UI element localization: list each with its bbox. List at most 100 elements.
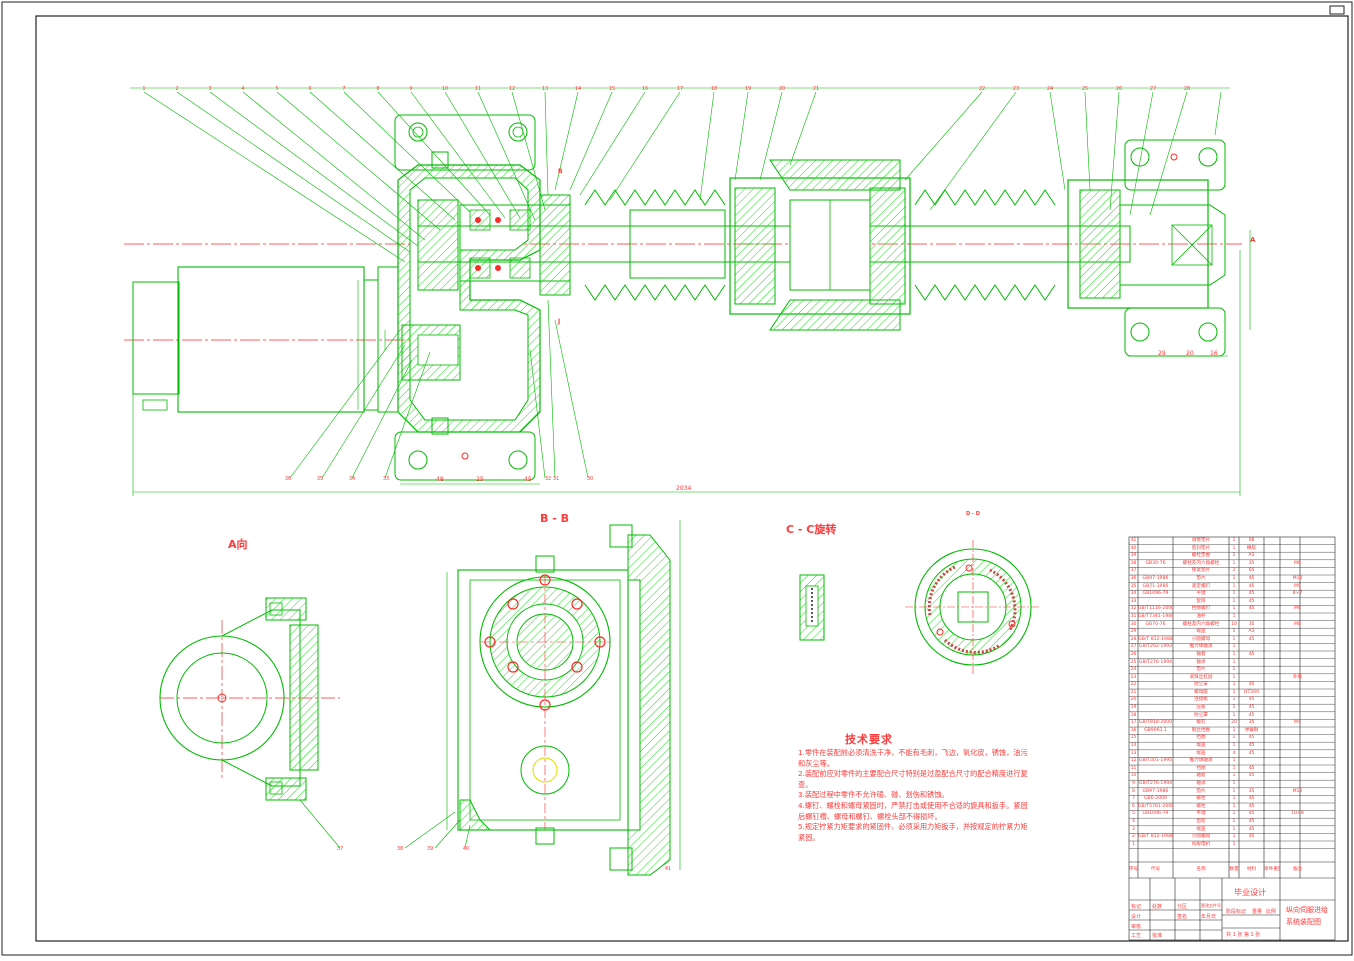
bom-cell: 1: [1232, 811, 1236, 817]
dim-48: 48: [436, 476, 444, 483]
bom-cell: 45: [1248, 591, 1255, 597]
bom-cell: 1: [1232, 591, 1236, 597]
bom-cell: 1: [1232, 697, 1236, 703]
leader-lines: [143, 91, 1222, 479]
balloon-label: 38: [397, 846, 403, 852]
bom-cell: 45: [1248, 834, 1255, 840]
bom-cell: 45: [1248, 598, 1255, 604]
bom-cell: [1264, 545, 1280, 553]
bom-cell: [1280, 833, 1315, 841]
bom-cell: 29: [1130, 629, 1137, 635]
bom-cell: [1280, 666, 1315, 674]
bb-section-label: B - B: [540, 512, 569, 525]
bom-cell: 1: [1232, 796, 1236, 802]
cc-section-label: C - C旋转: [786, 523, 837, 536]
bom-cell: 45: [1248, 705, 1255, 711]
balloon-label: 9: [409, 86, 412, 92]
b-marker: B: [558, 168, 563, 175]
bom-cell: [1138, 567, 1173, 575]
bom-header-cell: 代号: [1150, 867, 1161, 872]
bom-cell: 40: [1130, 545, 1137, 551]
a-view-label: A向: [228, 538, 248, 551]
bom-header: 序号 代号 名称 数量 材料 单件重量 备注: [1129, 866, 1335, 874]
balloon-label: 37: [337, 846, 343, 852]
dim-16: 16: [1210, 350, 1218, 357]
bom-cell: [1280, 552, 1315, 560]
bom-cell: 19: [1130, 705, 1137, 711]
bom-cell: 1: [1232, 735, 1236, 741]
bom-cell: 45: [1248, 796, 1255, 802]
bom-cell: [1264, 590, 1280, 598]
main-assembly: 1234567891011121314151617181920212223242…: [124, 86, 1251, 872]
bom-cell: [1280, 757, 1315, 765]
bom-cell: GB97-1986: [1142, 575, 1169, 581]
bellows-right-top: [914, 189, 1056, 206]
bom-cell: 弹簧钢: [1244, 727, 1259, 733]
bom-cell: 小圆螺母: [1191, 834, 1211, 840]
bom-cell: [1280, 651, 1315, 659]
balloon-label: 41: [665, 866, 671, 872]
bom-cell: 32: [1130, 606, 1137, 612]
bom-cell: 1: [1232, 545, 1236, 551]
balloon-label: 34: [349, 476, 355, 482]
bom-cell: [1239, 666, 1264, 674]
bom-cell: 45: [1248, 606, 1255, 612]
bom-cell: [1280, 803, 1315, 811]
bom-cell: [1280, 567, 1315, 575]
bom-cell: 45: [1248, 818, 1255, 824]
inner-frame: [35, 15, 1349, 942]
bom-cell: 8×7: [1292, 591, 1303, 597]
bom-cell: [1138, 772, 1173, 780]
bom-cell: 25: [1130, 659, 1137, 665]
bom-cell: 35: [1248, 788, 1255, 794]
bom-cell: 1: [1232, 765, 1236, 771]
bom-cell: GB71-1985: [1142, 583, 1169, 589]
balloon-label: 6: [308, 86, 311, 92]
bom-cell: 端盖: [1196, 743, 1206, 749]
bom-cell: [1264, 666, 1280, 674]
bom-cell: GB97-1986: [1142, 788, 1169, 794]
bom-cell: 1: [1232, 758, 1236, 764]
bom-cell: 45: [1248, 826, 1255, 832]
bom-cell: [1138, 666, 1173, 674]
bom-cell: [1280, 818, 1315, 826]
bom-cell: 伺服电机: [1191, 841, 1211, 847]
bom-cell: [1239, 659, 1264, 667]
bom-cell: 38: [1130, 560, 1137, 566]
bom-cell: 08: [1248, 538, 1255, 543]
bom-cell: [1264, 636, 1280, 644]
bom-cell: 20: [1231, 720, 1237, 726]
bom-cell: 24: [1130, 667, 1137, 673]
bom-cell: 密封垫片: [1191, 545, 1211, 551]
balloon-label: 8: [376, 86, 379, 92]
bom-cell: 35: [1248, 720, 1255, 726]
bom-cell: [1280, 704, 1315, 712]
bom-cell: 35: [1130, 583, 1137, 589]
tech-item: 5.规定拧紧力矩要求的紧固件，必须采用力矩扳手，并按规定的拧紧力矩紧固。: [798, 822, 1028, 842]
bom-cell: [1280, 613, 1315, 621]
bom-cell: [1264, 788, 1280, 796]
bom-cell: 16: [1130, 727, 1137, 733]
balloon-label: 13: [542, 86, 548, 92]
bellows-right-bottom: [914, 284, 1056, 301]
bom-cell: 28: [1130, 636, 1137, 642]
bom-cell: 1: [1232, 773, 1236, 779]
bom-cell: 45: [1248, 697, 1255, 703]
bom-cell: 防尘罩: [1194, 712, 1208, 718]
